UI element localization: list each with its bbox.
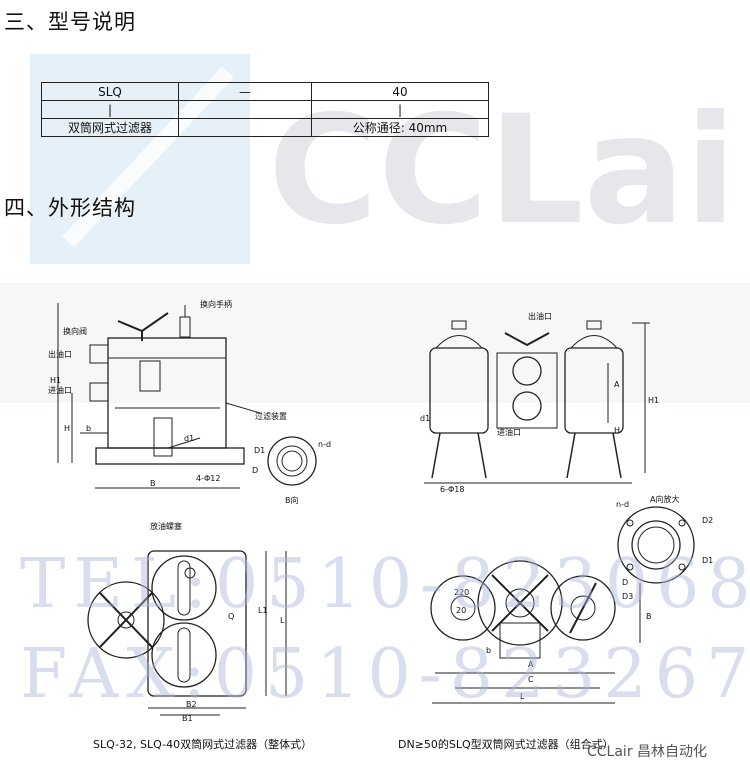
dim-D1-b: D1 — [254, 446, 265, 455]
dim-A-plan: A — [528, 660, 534, 669]
bolt-mark-20: 20 — [456, 606, 466, 615]
bolt-mark-220: 220 — [454, 588, 469, 597]
label-bolt-holes-left: 4-Φ12 — [196, 474, 220, 483]
caption-combined: DN≥50的SLQ型双筒网式过滤器（组合式） — [398, 738, 614, 751]
label-view-a: A向放大 — [650, 494, 679, 504]
dim-Q: Q — [228, 612, 234, 621]
dim-B-right: B — [646, 612, 652, 621]
left-plan-view — [87, 550, 287, 716]
dim-L-right: L — [520, 692, 525, 701]
table-row: | | — [41, 100, 489, 119]
model-code-table: SLQ — 40 | | 双筒网式过滤器 公称通径: 40mm — [41, 82, 489, 137]
label-outlet-right: 出油口 — [528, 311, 552, 321]
dim-b: b — [86, 424, 91, 433]
filter-technical-drawing: 换向手柄 换向阀 出油口 进油口 过滤装置 4-Φ12 H1 H b B d1 … — [0, 283, 750, 723]
label-outlet-left: 出油口 — [48, 349, 72, 359]
dim-H1-right: H1 — [648, 396, 659, 405]
dim-b-right: b — [486, 646, 491, 655]
label-bolt-holes-right: 6-Φ18 — [440, 485, 464, 494]
label-drain-plug: 放油螺塞 — [150, 521, 182, 531]
label-inlet-left: 进油口 — [48, 385, 72, 395]
dim-D2: D2 — [702, 516, 713, 525]
table-cell: 双筒网式过滤器 — [41, 118, 179, 137]
dim-D-a: D — [622, 578, 628, 587]
dim-D3: D3 — [622, 592, 633, 601]
dim-nd-b: n-d — [318, 440, 331, 449]
dim-H: H — [64, 424, 70, 433]
table-cell: SLQ — [41, 82, 179, 101]
right-front-view — [424, 320, 650, 484]
left-side-view — [57, 303, 261, 489]
dim-L1: L1 — [258, 606, 268, 615]
dim-C: C — [528, 675, 534, 684]
label-handle: 换向手柄 — [200, 299, 232, 309]
dim-B1: B1 — [182, 714, 193, 723]
table-cell: 公称通径: 40mm — [311, 118, 489, 137]
view-a-flange — [617, 506, 695, 584]
view-b-flange — [267, 436, 317, 486]
dim-d1-right: d1 — [420, 414, 430, 423]
label-inlet-right: 进油口 — [497, 427, 521, 437]
table-row: SLQ — 40 — [41, 82, 489, 101]
label-valve: 换向阀 — [63, 326, 87, 336]
dim-nd-a: n-d — [616, 500, 629, 509]
section-title-shape: 四、外形结构 — [4, 196, 136, 220]
dim-B2: B2 — [186, 700, 197, 709]
dim-H1: H1 — [50, 376, 61, 385]
caption-integral: SLQ-32, SLQ-40双筒网式过滤器（整体式） — [93, 738, 313, 751]
label-filter-device: 过滤装置 — [255, 411, 287, 421]
label-view-b: B向 — [285, 495, 299, 505]
dim-D1-a: D1 — [702, 556, 713, 565]
dim-D-b: D — [252, 466, 258, 475]
table-row: 双筒网式过滤器 公称通径: 40mm — [41, 118, 489, 137]
dim-L: L — [280, 616, 285, 625]
tel-watermark: TEL:0510-82306871 — [20, 545, 750, 624]
dim-A-right: A — [614, 380, 620, 389]
dim-H-right: H — [614, 426, 620, 435]
fax-watermark: FAX:0510-82326771 — [20, 635, 750, 714]
right-plan-view — [430, 560, 641, 704]
table-cell — [178, 118, 312, 137]
dim-d1-left: d1 — [184, 434, 194, 443]
brand-text: CCLair 昌林自动化 — [587, 744, 708, 760]
table-cell — [178, 100, 312, 119]
section-title-model: 三、型号说明 — [4, 10, 136, 34]
dim-B: B — [150, 479, 156, 488]
table-cell: | — [311, 100, 489, 119]
table-cell: — — [178, 82, 312, 101]
table-cell: | — [41, 100, 179, 119]
table-cell: 40 — [311, 82, 489, 101]
